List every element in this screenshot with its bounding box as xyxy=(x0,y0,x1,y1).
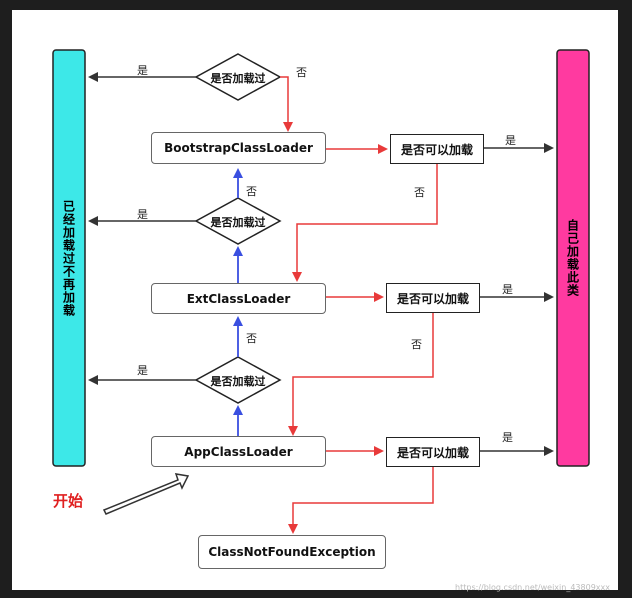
can-load-label-1: 是否可以加载 xyxy=(400,142,473,157)
start-label: 开始 xyxy=(53,492,84,510)
ext-loader-box: ExtClassLoader xyxy=(151,283,326,314)
arrow-no-top xyxy=(280,76,293,132)
can-load-box-1: 是否可以加载 xyxy=(390,134,484,164)
diamond-1 xyxy=(194,53,282,101)
no-label-top: 否 xyxy=(296,66,307,79)
ext-loader-label: ExtClassLoader xyxy=(186,291,291,306)
no-label-can-2: 否 xyxy=(411,338,422,351)
can-load-box-3: 是否可以加载 xyxy=(386,437,480,467)
yes-label-right-1: 是 xyxy=(505,134,516,147)
arrow-no-ext xyxy=(288,313,434,436)
no-label-can-1: 否 xyxy=(414,186,425,199)
app-loader-box: AppClassLoader xyxy=(151,436,326,467)
no-label-blue-2: 否 xyxy=(246,332,257,345)
exception-label: ClassNotFoundException xyxy=(208,545,376,559)
exception-box: ClassNotFoundException xyxy=(198,535,386,569)
diamond-2 xyxy=(194,197,282,245)
arrow-no-boot xyxy=(292,164,438,282)
diamond-label-2: 是否加载过 xyxy=(210,216,266,229)
right-bar-shape xyxy=(556,49,590,467)
left-bar-shape xyxy=(52,49,86,467)
diamond-label-1: 是否加载过 xyxy=(210,72,266,85)
start-arrow-icon xyxy=(102,473,190,515)
right-bar: 自己加载此类 xyxy=(557,50,589,466)
diamond-label-3: 是否加载过 xyxy=(210,375,266,388)
can-load-label-2: 是否可以加载 xyxy=(396,291,469,306)
no-label-blue-1: 否 xyxy=(246,185,257,198)
yes-label-right-3: 是 xyxy=(502,431,513,444)
right-bar-label: 自己加载此类 xyxy=(565,219,580,297)
yes-label-right-2: 是 xyxy=(502,283,513,296)
left-bar: 已经加载过不再加载 xyxy=(53,50,85,466)
bootstrap-loader-box: BootstrapClassLoader xyxy=(151,132,326,164)
yes-label-left-1: 是 xyxy=(137,64,148,77)
app-loader-label: AppClassLoader xyxy=(184,444,293,459)
can-load-box-2: 是否可以加载 xyxy=(386,283,480,313)
can-load-label-3: 是否可以加载 xyxy=(396,445,469,460)
arrow-no-app xyxy=(288,467,434,534)
watermark: https://blog.csdn.net/weixin_43809xxx xyxy=(455,583,610,592)
left-bar-label: 已经加载过不再加载 xyxy=(61,199,76,317)
yes-label-left-2: 是 xyxy=(137,208,148,221)
bootstrap-loader-label: BootstrapClassLoader xyxy=(164,141,313,155)
yes-label-left-3: 是 xyxy=(137,364,148,377)
diamond-3 xyxy=(194,356,282,404)
